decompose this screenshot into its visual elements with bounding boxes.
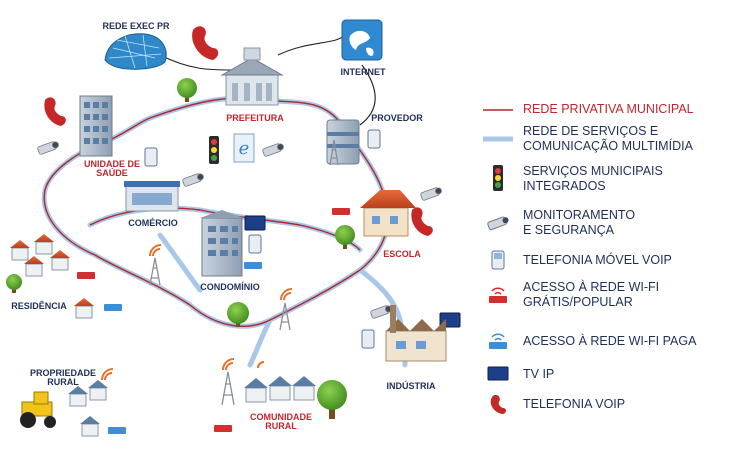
legend-item-multimedia-network: REDE DE SERVIÇOS E COMUNICAÇÃO MULTIMÍDI…: [483, 124, 693, 154]
legend-item-mobile-voip: TELEFONIA MÓVEL VOIP: [483, 250, 672, 270]
label-provedor: PROVEDOR: [371, 113, 423, 123]
legend-label: TV IP: [523, 366, 555, 381]
telephone-prefeitura-icon: [192, 26, 219, 60]
security-camera-icon: [37, 141, 442, 319]
label-rede-exec: REDE EXEC PR: [102, 21, 170, 31]
red-telephone-icon: [490, 394, 506, 414]
community-houses-icon: [244, 376, 316, 403]
industria-building-icon: [385, 305, 447, 362]
e-gov-icon: e: [233, 133, 255, 163]
free-wifi-router-icon: [489, 287, 507, 303]
legend-item-monitoring: MONITORAMENTO E SEGURANÇA: [483, 208, 635, 238]
tv-icon: [487, 366, 509, 381]
legend-label: TELEFONIA VOIP: [523, 396, 626, 411]
legend-label: REDE DE SERVIÇOS E COMUNICAÇÃO MULTIMÍDI…: [523, 124, 693, 153]
comercio-building-icon: [124, 181, 180, 212]
red-line-icon: [483, 108, 513, 111]
paid-wifi-router-icon: [489, 333, 507, 349]
free-wifi-router-icon: [77, 208, 350, 432]
label-propriedade-rural: PROPRIEDADE RURAL: [29, 368, 96, 388]
legend-item-free-wifi: ACESSO À REDE WI-FI GRÁTIS/POPULAR: [483, 280, 659, 310]
traffic-light-icon: [209, 136, 219, 164]
telephone-saude-icon: [44, 97, 66, 126]
label-industria: INDÚSTRIA: [386, 381, 436, 391]
legend-item-paid-wifi: ACESSO À REDE WI-FI PAGA: [483, 332, 696, 350]
legend-label: MONITORAMENTO E SEGURANÇA: [523, 208, 636, 237]
escola-building-icon: [360, 190, 416, 237]
label-prefeitura: PREFEITURA: [226, 113, 284, 123]
residence-houses-icon: [10, 234, 94, 319]
legend-item-integrated-services: SERVIÇOS MUNICIPAIS INTEGRADOS: [483, 164, 663, 194]
blue-line-icon: [483, 136, 513, 142]
legend-label: SERVIÇOS MUNICIPAIS INTEGRADOS: [523, 164, 663, 193]
svg-text:e: e: [239, 138, 250, 159]
tractor-icon: [20, 391, 56, 428]
tv-icon: [244, 215, 461, 328]
telephone-escola-icon: [411, 207, 433, 236]
label-condominio: CONDOMÍNIO: [200, 282, 260, 292]
label-internet: INTERNET: [340, 67, 386, 77]
legend-label: REDE PRIVATIVA MUNICIPAL: [523, 102, 694, 116]
label-comercio: COMÉRCIO: [128, 218, 178, 228]
security-camera-icon: [487, 216, 509, 231]
traffic-light-icon: [493, 165, 503, 191]
label-residencia: RESIDÊNCIA: [11, 301, 67, 311]
rural-houses-icon: [68, 380, 108, 437]
legend-item-voip-telephony: TELEFONIA VOIP: [483, 394, 625, 414]
hospital-building-icon: [79, 95, 113, 157]
wifi-signal-icon: [101, 244, 293, 381]
legend-label: ACESSO À REDE WI-FI PAGA: [523, 333, 697, 348]
tree-icon: [6, 78, 355, 419]
legend-item-private-network: REDE PRIVATIVA MUNICIPAL: [483, 102, 694, 117]
prefeitura-building-icon: [220, 47, 284, 106]
condominio-building-icon: [200, 210, 244, 277]
legend-label: TELEFONIA MÓVEL VOIP: [523, 252, 672, 267]
voip-phone-icon: [144, 129, 381, 349]
antenna-tower-icon: [149, 139, 339, 406]
label-comunidade-rural: COMUNIDADE RURAL: [250, 412, 312, 432]
legend-item-tv-ip: TV IP: [483, 366, 554, 382]
label-escola: ESCOLA: [383, 249, 421, 259]
legend-label: ACESSO À REDE WI-FI GRÁTIS/POPULAR: [523, 280, 660, 309]
rede-exec-globe-icon: [104, 33, 167, 70]
internet-globe-icon: [341, 19, 383, 61]
voip-phone-icon: [491, 250, 505, 270]
paid-wifi-router-icon: [104, 262, 262, 434]
label-unidade-saude: UNIDADE DE SAÚDE: [83, 159, 140, 179]
provedor-building-icon: [326, 119, 360, 165]
